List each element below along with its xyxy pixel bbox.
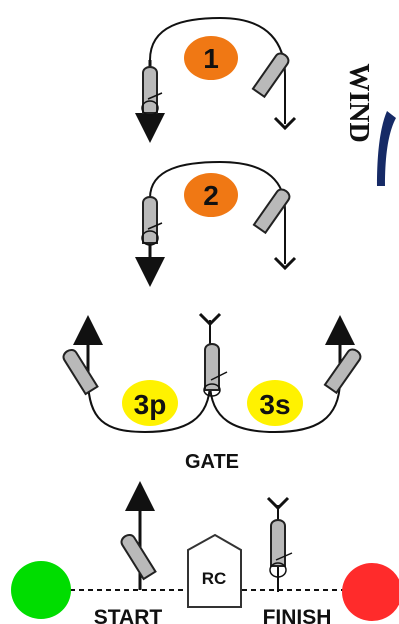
gate-loop-right (209, 379, 341, 434)
finish-label: FINISH (263, 606, 332, 624)
mark-3s-label: 3s (259, 389, 290, 420)
mark-3p-label: 3p (134, 389, 167, 420)
mark-1-buoy (184, 36, 238, 80)
boat-icon (141, 196, 163, 246)
boat-icon (251, 52, 290, 99)
mark-3p-buoy (122, 380, 178, 426)
boat-icon (120, 533, 157, 581)
boat-icon (62, 348, 99, 396)
boat-icon (269, 519, 293, 578)
boat-icon (203, 343, 228, 397)
finish-down-arrow (266, 496, 290, 511)
committee-boat (187, 533, 242, 608)
course-loop-2 (149, 160, 286, 211)
boat-icon (323, 348, 362, 395)
wind-indicator: WIND (343, 63, 396, 186)
mark-2-label: 2 (203, 180, 219, 211)
wind-label: WIND (343, 63, 374, 142)
mark-3s-buoy (247, 380, 303, 426)
finish-pin-buoy (342, 563, 399, 621)
start-pin-buoy (11, 561, 71, 619)
wind-arrow-icon (377, 111, 396, 186)
course-loop-1 (149, 16, 286, 76)
committee-boat-label: RC (202, 569, 227, 588)
start-label: START (94, 606, 163, 624)
boat-icon (141, 66, 163, 116)
gate-down-center-arrow (198, 312, 222, 327)
mark-2-buoy (184, 173, 238, 217)
gate-label: GATE (185, 451, 239, 473)
course-leg-1-right-arrow (273, 116, 297, 131)
gate-loop-left (87, 377, 211, 434)
mark-1-label: 1 (203, 43, 219, 74)
course-leg-2-right-arrow (273, 256, 297, 271)
boat-icon (252, 188, 291, 235)
